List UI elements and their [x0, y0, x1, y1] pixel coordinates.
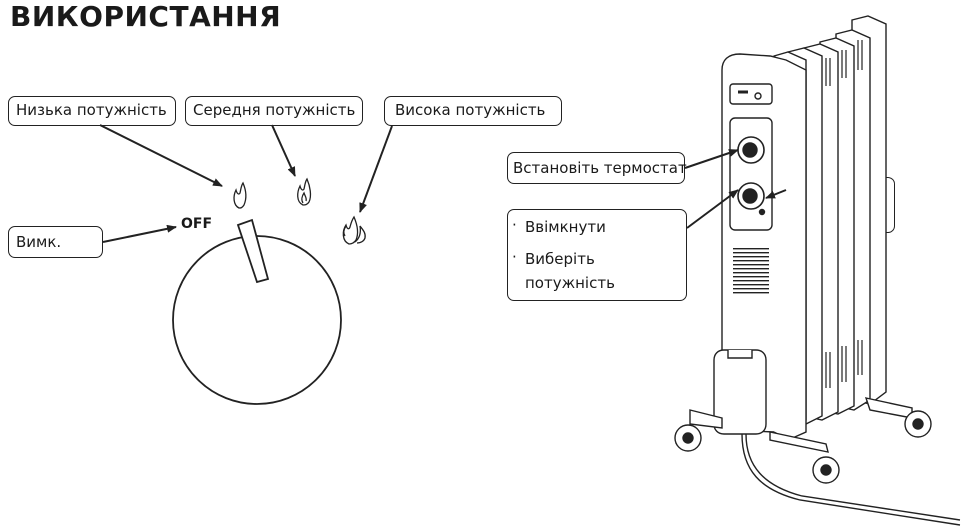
bullet-dot-2: ·	[512, 248, 517, 266]
off-label: Вимк.	[8, 226, 103, 258]
bullet-text-1: Ввімкнути	[525, 218, 606, 236]
thermostat-arrow	[684, 149, 739, 169]
indicator-text-line2: нагрівання	[793, 208, 881, 226]
low-power-text: Низька потужність	[16, 101, 167, 119]
power-on-select-label: · Ввімкнути · Виберіть потужність	[507, 209, 687, 301]
heater-base-right	[864, 397, 913, 419]
power-knob-on-heater	[737, 182, 765, 210]
cord-wrap-box	[713, 349, 767, 435]
heater-control-panel	[729, 117, 773, 231]
thermostat-text: Встановіть термостат	[513, 159, 687, 177]
power-knob	[172, 218, 342, 405]
bullet-text-2-line1: Виберіть	[525, 250, 595, 268]
heater-front-panel	[721, 53, 789, 433]
bullet-text-2-line2: потужність	[525, 274, 615, 292]
low-power-label: Низька потужність	[8, 96, 176, 126]
heater-side-panel	[769, 55, 807, 441]
heater-base-front	[769, 431, 829, 453]
heater-vent-grid	[733, 248, 769, 294]
thermostat-label: Встановіть термостат	[507, 152, 687, 184]
high-power-text: Висока потужність	[395, 101, 546, 119]
knob-dial	[172, 235, 342, 405]
heater-top-strip	[729, 83, 773, 105]
thermostat-knob-inner	[742, 142, 758, 158]
knob-indicator	[236, 218, 270, 284]
power-select-arrow	[686, 189, 739, 229]
heater-base-left	[689, 409, 723, 429]
bullet-dot-1: ·	[512, 216, 517, 234]
medium-power-arrow	[271, 124, 296, 177]
heating-indicator-label: Індикатор нагрівання	[785, 177, 895, 233]
medium-power-text: Середня потужність	[193, 101, 356, 119]
off-mark: OFF	[181, 216, 213, 232]
off-arrow	[102, 224, 177, 243]
low-power-arrow	[99, 124, 223, 187]
high-power-label: Висока потужність	[384, 96, 562, 126]
thermostat-knob	[737, 136, 765, 164]
off-label-text: Вимк.	[16, 233, 62, 251]
page-title: ВИКОРИСТАННЯ	[10, 0, 282, 33]
indicator-light	[758, 208, 766, 216]
power-knob-inner	[742, 188, 758, 204]
high-power-arrow	[359, 125, 393, 213]
power-cord	[741, 433, 961, 526]
flame-medium-icon	[297, 177, 312, 206]
heater-wheel-front	[812, 456, 840, 484]
medium-power-label: Середня потужність	[185, 96, 363, 126]
flame-low-icon	[233, 181, 247, 209]
oil-heater	[674, 15, 961, 526]
indicator-arrow	[765, 189, 787, 199]
heater-wheel-left	[674, 424, 702, 452]
flame-high-icon	[342, 215, 366, 245]
indicator-text-line1: Індикатор	[793, 184, 874, 202]
heater-wheel-right	[904, 410, 932, 438]
